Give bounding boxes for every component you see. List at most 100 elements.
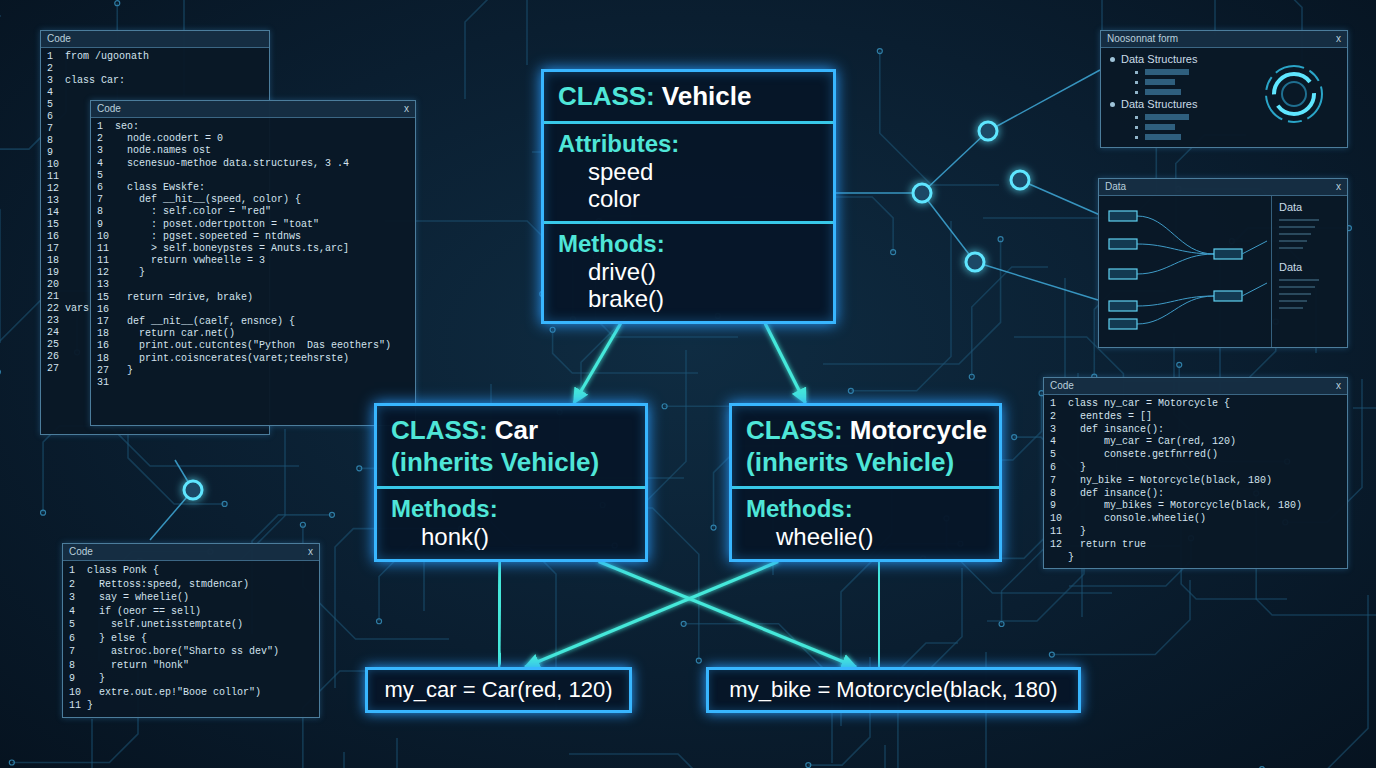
class-box: CLASS:VehicleAttributes:speedcolorMethod… — [541, 69, 836, 324]
panel-header: Code — [41, 31, 269, 48]
circuit-trace — [1052, 580, 1190, 655]
form-panel: Noosonnat formxData StructuresData Struc… — [1100, 30, 1348, 148]
member-name: honk() — [391, 523, 631, 550]
code-line: 11 } — [69, 699, 313, 713]
trace-pad — [969, 374, 974, 379]
trace-pad — [357, 466, 362, 471]
instance-box: my_car = Car(red, 120) — [365, 667, 632, 713]
code-line: 31 — [97, 377, 409, 389]
instance-text: my_bike = Motorcycle(black, 180) — [729, 677, 1057, 703]
code-line: 10 console.wheelie() — [1050, 513, 1341, 526]
inheritance-arrow — [574, 324, 621, 403]
circuit-trace — [1262, 595, 1368, 768]
code-line: 4 my_car = Car(red, 120) — [1050, 436, 1341, 449]
member-name: color — [558, 185, 819, 212]
section-heading: Methods: — [732, 486, 999, 524]
class-name: Motorcycle — [850, 415, 987, 445]
list-item: Data Structures — [1107, 97, 1341, 112]
trace-pad — [1177, 362, 1182, 367]
code-line: 10 extre.out.ep!"Booe collor") — [69, 686, 313, 700]
trace-pad — [0, 369, 1, 374]
code-line: 7 astroc.bore("Sharto ss dev") — [69, 645, 313, 659]
instance-box: my_bike = Motorcycle(black, 180) — [706, 667, 1081, 713]
class-box: CLASS:Motorcycle(inherits Vehicle)Method… — [729, 403, 1002, 562]
section-heading: Attributes: — [544, 121, 833, 159]
code-line: 5 consete.getfnrred() — [1050, 449, 1341, 462]
class-keyword: CLASS: — [391, 415, 488, 445]
data-label: Data — [1279, 201, 1302, 213]
panel-header: Codex — [63, 544, 319, 561]
panel-title: Data — [1105, 179, 1126, 195]
code-line: 17 def __nit__(caelf, ensnce) { — [97, 316, 409, 328]
panel-header: Noosonnat form x — [1101, 31, 1347, 48]
list-sub-item — [1135, 67, 1341, 77]
code-line: 9 : poset.odertpotton = "toat" — [97, 219, 409, 231]
class-title: CLASS:Car — [391, 414, 631, 447]
circuit-trace — [880, 51, 999, 185]
trace-pad — [1259, 767, 1264, 768]
list-sub-item — [1135, 132, 1341, 142]
code-line: 15 return =drive, brake) — [97, 292, 409, 304]
data-rule-lines — [1279, 217, 1337, 253]
section-heading: Methods: — [544, 221, 833, 259]
trace-pad — [711, 525, 716, 530]
form-body: Data StructuresData Structures — [1101, 48, 1347, 146]
code-line: 6 } else { — [69, 632, 313, 646]
code-line: 11 } — [1050, 526, 1341, 539]
circuit-trace — [823, 239, 1001, 364]
inheritance-arrow — [765, 324, 805, 403]
code-body: 1 class Ponk {2 Rettoss:speed, stmdencar… — [63, 561, 319, 717]
list-sub-item — [1135, 112, 1341, 122]
code-line: 9 my_bikes = Motorcycle(black, 180) — [1050, 500, 1341, 513]
code-line: 3 node.names ost — [97, 145, 409, 157]
code-line: 6 class Ewskfe: — [97, 182, 409, 194]
panel-title: Noosonnat form — [1107, 31, 1178, 47]
code-line: 2 Rettoss:speed, stmdencar) — [69, 578, 313, 592]
code-line: 2 — [47, 63, 263, 75]
circuit-trace — [92, 719, 161, 768]
section-heading: Methods: — [377, 486, 645, 524]
code-line: 18 return car.net() — [97, 328, 409, 340]
data-rule-lines — [1279, 277, 1337, 313]
trace-pad — [877, 49, 882, 54]
circuit-trace — [569, 754, 704, 768]
trace-pad — [377, 619, 382, 624]
data-panel: DataxDataData — [1098, 178, 1348, 348]
trace-pad — [1012, 435, 1017, 440]
code-line: 7 def __hit__(speed, color) { — [97, 194, 409, 206]
code-line: 1 seo: — [97, 121, 409, 133]
instance-text: my_car = Car(red, 120) — [384, 677, 612, 703]
panel-header: Data x — [1099, 179, 1347, 196]
circuit-trace — [344, 752, 489, 768]
close-mark: x — [1336, 31, 1341, 47]
list-sub-item — [1135, 87, 1341, 97]
trace-pad — [329, 512, 334, 517]
trace-pad — [300, 522, 305, 527]
code-line: 6 } — [1050, 462, 1341, 475]
member-name: wheelie() — [746, 523, 985, 550]
code-line: 10 : pgset.sopeeted = ntdnws — [97, 231, 409, 243]
code-body: 1 seo:2 node.coodert = 03 node.names ost… — [91, 118, 415, 393]
class-title: CLASS:Vehicle — [558, 80, 819, 113]
inheritance-note: (inherits Vehicle) — [391, 447, 631, 478]
list-sub-item — [1135, 122, 1341, 132]
panel-title: Code — [1050, 378, 1074, 394]
trace-pad — [999, 622, 1004, 627]
code-line: 12 return true — [1050, 539, 1341, 552]
code-line: 4 scenesuo-methoe data.structures, 3 .4 — [97, 158, 409, 170]
close-mark: x — [1336, 179, 1341, 195]
circuit-trace — [815, 745, 885, 768]
code-line: 4 if (oeor == sell) — [69, 605, 313, 619]
close-mark: x — [308, 544, 313, 560]
panel-title: Code — [47, 31, 71, 47]
code-line: 8 : self.color = "red" — [97, 206, 409, 218]
code-panel: Codex1 class Ponk {2 Rettoss:speed, stmd… — [62, 543, 320, 718]
trace-pad — [41, 510, 46, 515]
class-name: Car — [495, 415, 538, 445]
trace-pad — [1049, 652, 1054, 657]
code-line: 2 eentdes = [] — [1050, 411, 1341, 424]
inheritance-note: (inherits Vehicle) — [746, 447, 985, 478]
code-panel: Codex1 class ny_car = Motorcycle {2 eent… — [1043, 377, 1348, 569]
code-line: 2 node.coodert = 0 — [97, 133, 409, 145]
panel-header: Codex — [1044, 378, 1347, 395]
